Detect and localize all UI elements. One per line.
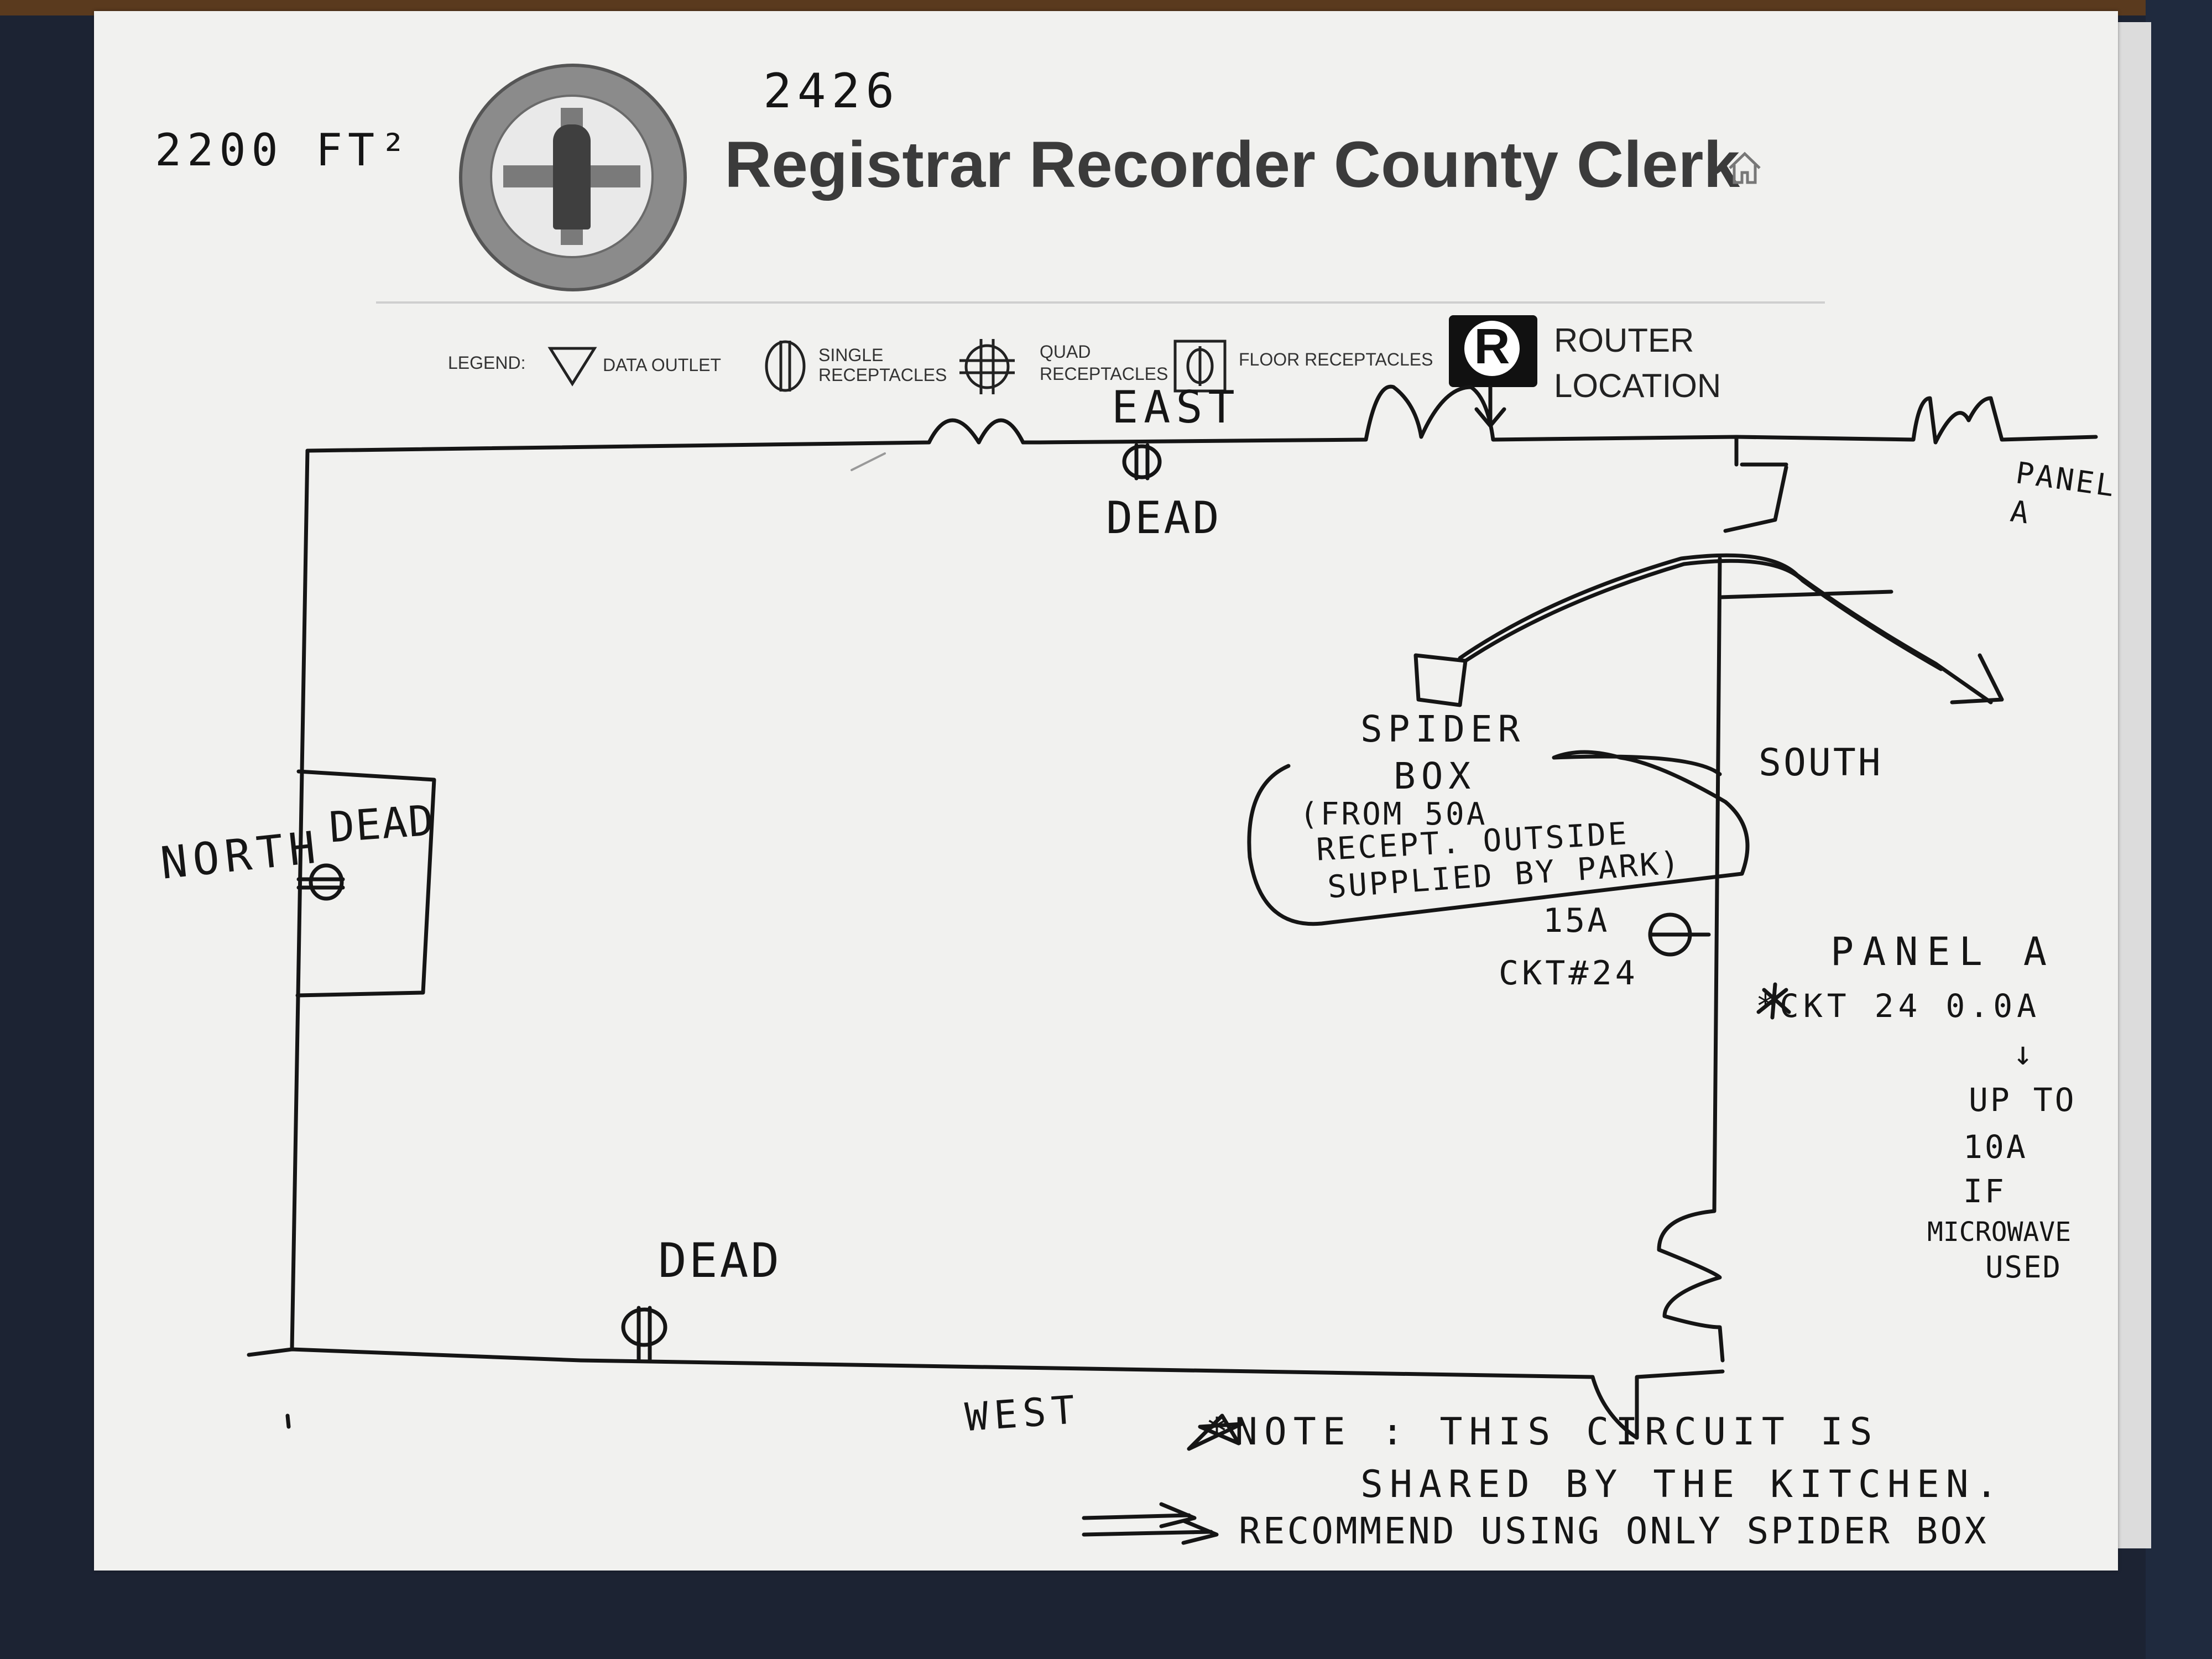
page-title: Registrar Recorder County Clerk	[724, 128, 1740, 201]
up-to-label-5: USED	[1985, 1250, 2062, 1285]
ckt24-reading: *CKT 24 0.0A	[1756, 987, 2041, 1025]
west-dead-label: DEAD	[658, 1233, 782, 1288]
panel-a-label: PANEL A	[1830, 929, 2056, 974]
note-line-2: SHARED BY THE KITCHEN.	[1360, 1463, 2005, 1506]
legend-label: LEGEND:	[448, 353, 526, 373]
area-note: 2200 FT²	[155, 124, 413, 176]
south-wall	[1657, 556, 1725, 1363]
east-extension	[1734, 396, 2098, 445]
router-arrow	[1474, 385, 1506, 428]
star-mark	[1756, 982, 1791, 1020]
paper-sheet	[94, 11, 2118, 1571]
north-alcove	[295, 769, 436, 998]
panel-cable	[1723, 465, 1788, 533]
county-seal-logo	[459, 64, 687, 291]
north-wall	[290, 448, 310, 1352]
legend-data-outlet-label: DATA OUTLET	[603, 355, 721, 375]
spider-box-callout	[1247, 750, 1750, 926]
east-label: EAST	[1112, 382, 1240, 433]
spider-box-source-1: (FROM 50A	[1300, 796, 1488, 832]
code-note: 2426	[763, 64, 900, 119]
floor-receptacle-icon	[1173, 340, 1227, 393]
spider-box-label-1: SPIDER	[1360, 708, 1526, 750]
header-divider	[376, 301, 1825, 304]
north-dead-receptacle	[296, 863, 345, 901]
panel-a-corner-label: PANEL A	[2008, 455, 2119, 531]
east-dead-label: DEAD	[1106, 492, 1222, 544]
background-right-edge	[2146, 0, 2212, 1659]
cable-to-spider-box	[1458, 553, 1993, 705]
cable-arrowhead	[1950, 653, 2004, 705]
router-location-icon: R	[1449, 315, 1537, 387]
data-outlet-icon	[547, 347, 597, 387]
west-wall	[247, 1347, 1725, 1440]
up-to-label-2: 10A	[1963, 1128, 2028, 1166]
south-15a-receptacle	[1648, 912, 1711, 957]
north-dead-label: DEAD	[327, 795, 436, 852]
router-location-label: ROUTER LOCATION	[1554, 322, 1721, 404]
seal-inner	[490, 95, 654, 258]
east-dead-receptacle	[1122, 443, 1162, 481]
single-receptacle-icon	[765, 340, 806, 392]
up-to-label-3: IF	[1963, 1172, 2006, 1210]
seal-figure	[553, 124, 591, 229]
spider-box	[1413, 653, 1468, 707]
home-icon[interactable]	[1725, 148, 1764, 187]
up-to-label-1: UP TO	[1969, 1081, 2077, 1119]
spider-box-label-2: BOX	[1394, 755, 1477, 797]
note-star	[1187, 1413, 1244, 1451]
amp-15-label: 15A	[1543, 901, 1610, 940]
legend-quad-receptacle-label: QUAD RECEPTACLES	[1040, 342, 1168, 384]
ckt24-label: CKT#24	[1499, 954, 1639, 993]
west-label: WEST	[963, 1386, 1082, 1441]
note-line-3: RECOMMEND USING ONLY SPIDER BOX	[1239, 1510, 1989, 1552]
legend-floor-receptacle-label: FLOOR RECEPTACLES	[1239, 349, 1433, 369]
quad-receptacle-icon	[959, 339, 1015, 394]
note-line-1: *NOTE : THIS CIRCUIT IS	[1206, 1410, 1879, 1454]
recommend-arrow	[1082, 1502, 1219, 1545]
down-arrow: ↓	[2013, 1034, 2033, 1073]
west-dead-receptacle	[621, 1306, 667, 1363]
south-label: SOUTH	[1759, 741, 1883, 785]
east-wall	[305, 384, 1739, 467]
up-to-label-4: MICROWAVE	[1927, 1217, 2072, 1248]
